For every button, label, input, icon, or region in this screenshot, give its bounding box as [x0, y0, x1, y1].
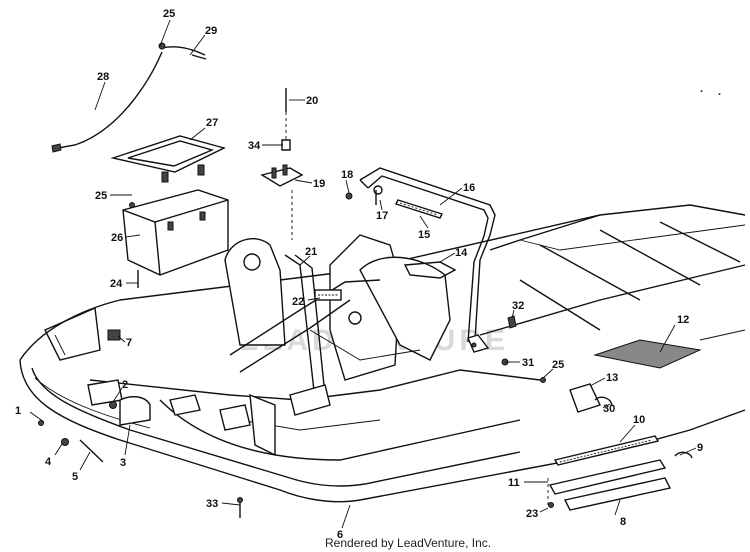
callout-16: 16 [463, 182, 475, 194]
callout-10: 10 [633, 414, 645, 426]
callout-8: 8 [620, 516, 626, 528]
callout-32: 32 [512, 300, 524, 312]
callout-24: 24 [110, 278, 123, 290]
stray-mark-2: · [718, 89, 722, 101]
callout-31: 31 [522, 357, 534, 369]
callout-12: 12 [677, 314, 689, 326]
callout-13: 13 [606, 372, 618, 384]
callout-1: 1 [15, 405, 21, 417]
callout-9: 9 [697, 442, 703, 454]
callout-20: 20 [306, 95, 318, 107]
callout-34: 34 [248, 140, 261, 152]
callout-5: 5 [72, 471, 78, 483]
callout-25-battery: 25 [95, 190, 107, 202]
cable-drawing [51, 42, 207, 153]
callout-33: 33 [206, 498, 218, 510]
callout-29: 29 [205, 25, 217, 37]
chassis-drawing [19, 204, 746, 518]
callout-23: 23 [526, 508, 538, 520]
callout-15: 15 [418, 229, 430, 241]
callout-21: 21 [305, 246, 317, 258]
callout-25-rail: 25 [552, 359, 564, 371]
callout-18: 18 [341, 169, 353, 181]
callout-27: 27 [206, 117, 218, 129]
callout-30: 30 [603, 403, 615, 415]
grab-bar-drawing [345, 167, 496, 353]
callout-labels: 1 2 3 4 5 6 7 8 9 10 11 12 13 14 15 16 1… [15, 8, 703, 541]
footer-credit: Rendered by LeadVenture, Inc. [325, 536, 491, 550]
runner-rails-drawing [501, 315, 693, 511]
callout-28: 28 [97, 71, 109, 83]
callout-2: 2 [122, 379, 128, 391]
callout-7: 7 [126, 337, 132, 349]
battery-box-drawing [110, 135, 229, 288]
control-parts-drawing [260, 88, 304, 240]
callout-3: 3 [120, 457, 126, 469]
leader-lines [29, 19, 697, 529]
callout-6: 6 [337, 529, 343, 541]
traction-pad-drawing [593, 339, 702, 369]
callout-17: 17 [376, 210, 388, 222]
callout-11: 11 [508, 477, 520, 489]
callout-22: 22 [292, 296, 304, 308]
callout-25-cable: 25 [163, 8, 175, 20]
callout-19: 19 [313, 178, 325, 190]
callout-4: 4 [45, 456, 52, 468]
callout-14: 14 [455, 247, 468, 259]
callout-26: 26 [111, 232, 123, 244]
stray-mark-1: · [700, 86, 704, 98]
